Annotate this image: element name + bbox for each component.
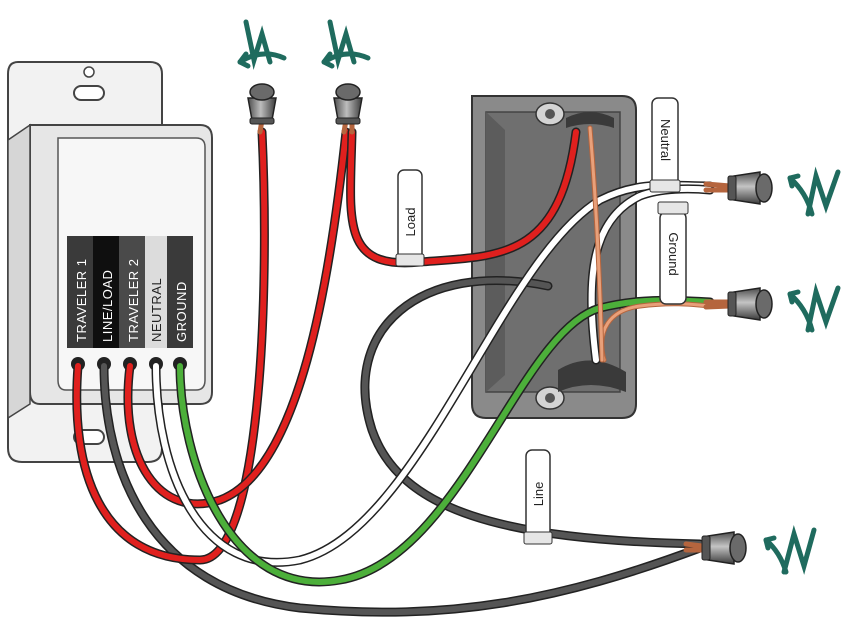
terminal-label-bg bbox=[93, 236, 119, 348]
tag-neutral-text: Neutral bbox=[658, 119, 673, 161]
terminal-label-neutral: NEUTRAL bbox=[149, 278, 164, 342]
terminal-label-bg bbox=[119, 236, 145, 348]
twist-arrow-icon bbox=[763, 524, 817, 575]
wire-nut-icon bbox=[701, 531, 747, 565]
terminal-label-bg bbox=[145, 236, 167, 348]
terminal-label-bg bbox=[67, 236, 93, 348]
tag-load: Load bbox=[395, 169, 425, 267]
terminal-label-line-load: LINE/LOAD bbox=[100, 270, 115, 342]
wire-nut-icon bbox=[333, 83, 363, 125]
twist-arrow-icon bbox=[787, 166, 841, 217]
wire-nut-icon bbox=[727, 171, 773, 205]
wire-nut-icon bbox=[727, 287, 773, 321]
smart-switch-body: TRAVELER 1 LINE/LOAD TRAVELER 2 NEUTRAL … bbox=[7, 123, 213, 420]
terminal-label-ground: GROUND bbox=[174, 281, 189, 342]
twist-arrow-icon bbox=[237, 19, 287, 70]
terminal-label-traveler-2: TRAVELER 2 bbox=[126, 258, 141, 342]
tag-neutral: Neutral bbox=[649, 97, 681, 193]
tag-ground-text: Ground bbox=[666, 232, 681, 275]
twist-arrow-icon bbox=[787, 282, 841, 333]
twist-arrow-icon bbox=[321, 19, 371, 70]
tag-load-text: Load bbox=[403, 208, 418, 237]
tag-line: Line bbox=[523, 449, 553, 545]
tag-ground: Ground bbox=[657, 201, 689, 305]
terminal-label-bg bbox=[167, 236, 193, 348]
tag-line-text: Line bbox=[531, 482, 546, 507]
wire-nut-icon bbox=[247, 83, 277, 125]
terminal-label-traveler-1: TRAVELER 1 bbox=[74, 258, 89, 342]
